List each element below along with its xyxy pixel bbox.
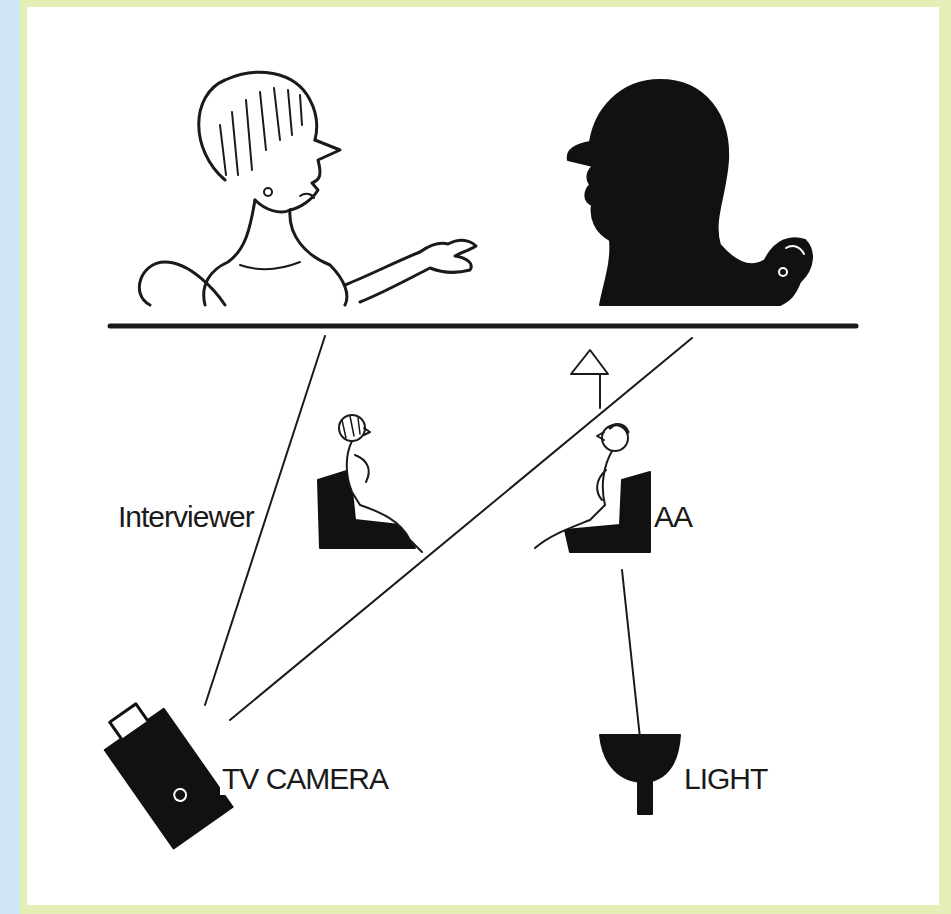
arrow-line (599, 375, 601, 408)
woman-image (139, 72, 476, 305)
aa-figure (535, 425, 650, 552)
device-label: LIGHT (682, 762, 769, 795)
interviewer-figure (318, 415, 422, 552)
screen-line (110, 324, 856, 329)
device-label: TV CAMERA (220, 762, 390, 795)
arrow-head (571, 350, 608, 374)
sight-line (230, 338, 692, 720)
light-line (622, 570, 640, 738)
camera-symbol (93, 692, 232, 848)
light-symbol (600, 735, 680, 814)
person-label: AA (652, 500, 694, 533)
person-label: Interviewer (116, 500, 256, 533)
silhouette-image (568, 80, 812, 305)
